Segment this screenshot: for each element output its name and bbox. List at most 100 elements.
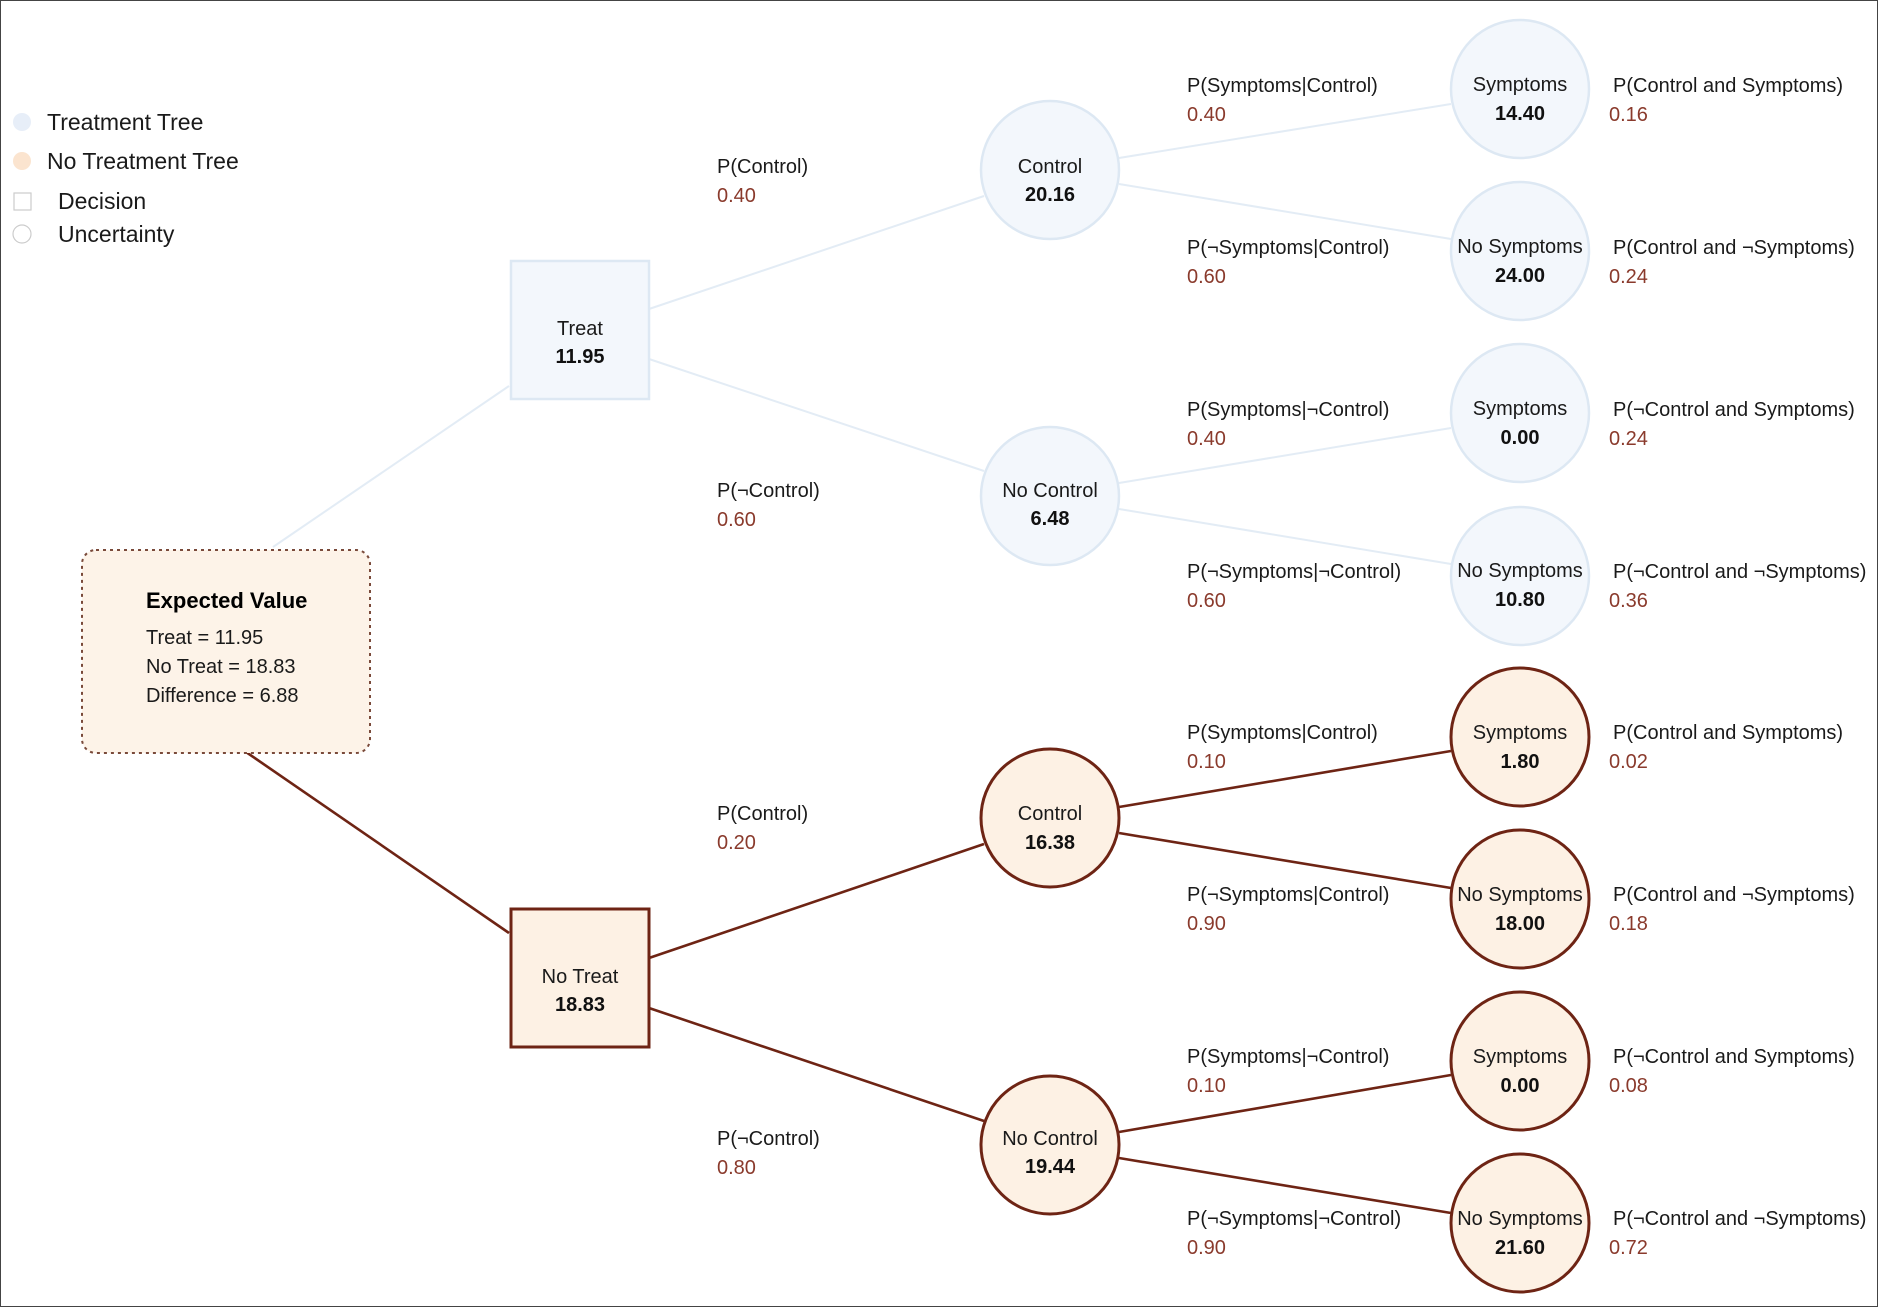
- node-value: 20.16: [1025, 184, 1075, 206]
- treatment-control-node[interactable]: Control 20.16: [979, 99, 1121, 241]
- no-treat-decision-square: [509, 907, 651, 1049]
- uncertainty-circle: [1449, 828, 1591, 970]
- branch-prob-value: 0.90: [1187, 1237, 1226, 1259]
- branch-prob-label: P(Control): [717, 803, 808, 825]
- edge-no-treat-to-control: [648, 842, 985, 960]
- uncertainty-circle: [1449, 666, 1591, 808]
- joint-prob-label: P(Control and ¬Symptoms): [1613, 237, 1855, 259]
- node-label: No Symptoms: [1457, 236, 1583, 258]
- no-treatment-tree-probabilities: P(Control) 0.20 P(¬Control) 0.80 P(Sympt…: [717, 722, 1866, 1259]
- uncertainty-circle: [1449, 990, 1591, 1132]
- legend-no-treatment-tree-label: No Treatment Tree: [47, 148, 239, 174]
- branch-prob-value: 0.40: [717, 185, 756, 207]
- node-value: 18.00: [1495, 913, 1545, 935]
- node-value: 0.00: [1501, 1075, 1540, 1097]
- node-label: No Symptoms: [1457, 560, 1583, 582]
- no-treatment-control-no-symptoms-node[interactable]: No Symptoms 18.00: [1449, 828, 1591, 970]
- expected-value-difference: Difference = 6.88: [146, 685, 299, 707]
- expected-value-panel: [81, 549, 371, 754]
- edge-root-to-treat: [272, 385, 510, 548]
- node-label: Symptoms: [1473, 1046, 1567, 1068]
- edge-treat-to-no-control: [648, 358, 985, 472]
- legend-decision-label: Decision: [58, 188, 146, 214]
- treatment-tree-edges: [272, 103, 1452, 565]
- branch-prob-label: P(Symptoms|¬Control): [1187, 399, 1389, 421]
- edge-no-control-to-symptoms: [1118, 1073, 1452, 1134]
- branch-prob-label: P(¬Control): [717, 480, 820, 502]
- branch-prob-value: 0.40: [1187, 428, 1226, 450]
- node-value: 14.40: [1495, 103, 1545, 125]
- no-treatment-no-control-node[interactable]: No Control 19.44: [979, 1074, 1121, 1216]
- treat-decision-square: [509, 259, 651, 401]
- edge-no-control-to-no-symptoms: [1118, 508, 1452, 565]
- joint-prob-value: 0.36: [1609, 590, 1648, 612]
- edge-control-to-no-symptoms: [1118, 831, 1452, 890]
- node-label: No Treat: [542, 966, 619, 988]
- node-label: No Control: [1002, 1128, 1098, 1150]
- no-treat-decision-node[interactable]: No Treat 18.83: [509, 907, 651, 1049]
- no-treatment-control-symptoms-node[interactable]: Symptoms 1.80: [1449, 666, 1591, 808]
- node-label: No Symptoms: [1457, 884, 1583, 906]
- uncertainty-circle: [979, 1074, 1121, 1216]
- node-value: 10.80: [1495, 589, 1545, 611]
- uncertainty-circle: [979, 747, 1121, 889]
- uncertainty-circle: [1449, 180, 1591, 322]
- no-treatment-tree-edges: [245, 749, 1452, 1215]
- branch-prob-value: 0.60: [1187, 266, 1226, 288]
- expected-value-no-treat: No Treat = 18.83: [146, 656, 296, 678]
- treatment-no-control-symptoms-node[interactable]: Symptoms 0.00: [1449, 342, 1591, 484]
- treat-decision-node[interactable]: Treat 11.95: [509, 259, 651, 401]
- branch-prob-value: 0.10: [1187, 1075, 1226, 1097]
- node-value: 11.95: [556, 346, 605, 368]
- treatment-control-symptoms-node[interactable]: Symptoms 14.40: [1449, 18, 1591, 160]
- node-value: 1.80: [1501, 751, 1540, 773]
- joint-prob-value: 0.16: [1609, 104, 1648, 126]
- node-value: 19.44: [1025, 1156, 1076, 1178]
- branch-prob-value: 0.60: [1187, 590, 1226, 612]
- no-treatment-no-control-symptoms-node[interactable]: Symptoms 0.00: [1449, 990, 1591, 1132]
- edge-root-to-no-treat: [245, 750, 510, 935]
- branch-prob-value: 0.10: [1187, 751, 1226, 773]
- legend: Treatment Tree No Treatment Tree Decisio…: [12, 109, 239, 247]
- edge-no-treat-to-no-control: [648, 1006, 985, 1123]
- node-label: Symptoms: [1473, 398, 1567, 420]
- joint-prob-value: 0.72: [1609, 1237, 1648, 1259]
- joint-prob-label: P(¬Control and ¬Symptoms): [1613, 1208, 1866, 1230]
- node-value: 16.38: [1025, 832, 1075, 854]
- branch-prob-value: 0.90: [1187, 913, 1226, 935]
- treatment-no-control-no-symptoms-node[interactable]: No Symptoms 10.80: [1449, 505, 1591, 647]
- branch-prob-label: P(¬Symptoms|¬Control): [1187, 561, 1401, 583]
- expected-value-title: Expected Value: [146, 588, 307, 613]
- edge-control-to-symptoms: [1118, 749, 1452, 809]
- joint-prob-label: P(Control and Symptoms): [1613, 722, 1843, 744]
- joint-prob-value: 0.24: [1609, 266, 1648, 288]
- uncertainty-circle: [979, 99, 1121, 241]
- joint-prob-value: 0.18: [1609, 913, 1648, 935]
- joint-prob-label: P(¬Control and Symptoms): [1613, 1046, 1855, 1068]
- no-treatment-no-control-no-symptoms-node[interactable]: No Symptoms 21.60: [1449, 1152, 1591, 1294]
- edge-treat-to-control: [648, 195, 985, 310]
- treatment-control-no-symptoms-node[interactable]: No Symptoms 24.00: [1449, 180, 1591, 322]
- branch-prob-label: P(¬Symptoms|¬Control): [1187, 1208, 1401, 1230]
- uncertainty-circle: [1449, 505, 1591, 647]
- treatment-no-control-node[interactable]: No Control 6.48: [979, 425, 1121, 567]
- uncertainty-circle: [1449, 18, 1591, 160]
- branch-prob-value: 0.20: [717, 832, 756, 854]
- branch-prob-label: P(¬Control): [717, 1128, 820, 1150]
- treatment-tree-legend-swatch: [13, 113, 31, 131]
- branch-prob-label: P(¬Symptoms|Control): [1187, 237, 1389, 259]
- node-value: 0.00: [1501, 427, 1540, 449]
- uncertainty-circle: [1449, 1152, 1591, 1294]
- joint-prob-label: P(¬Control and Symptoms): [1613, 399, 1855, 421]
- branch-prob-label: P(Symptoms|Control): [1187, 722, 1378, 744]
- edge-no-control-to-no-symptoms: [1118, 1156, 1452, 1215]
- no-treatment-control-node[interactable]: Control 16.38: [979, 747, 1121, 889]
- joint-prob-label: P(¬Control and ¬Symptoms): [1613, 561, 1866, 583]
- edge-control-to-symptoms: [1118, 103, 1452, 159]
- node-label: Treat: [557, 318, 603, 340]
- node-label: Symptoms: [1473, 74, 1567, 96]
- decision-square-icon: [13, 192, 32, 211]
- no-treatment-tree-nodes: No Treat 18.83 Control 16.38 No Control …: [509, 666, 1591, 1294]
